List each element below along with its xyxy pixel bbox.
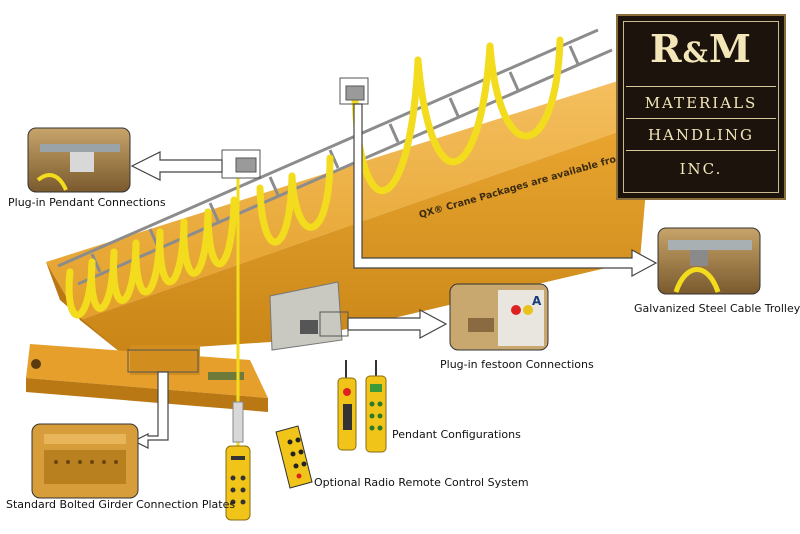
label-festoon-connections: Plug-in festoon Connections: [440, 358, 594, 371]
inset-cable-trolley: [657, 227, 761, 295]
label-pendant-configurations: Pendant Configurations: [392, 428, 521, 441]
control-box: [269, 281, 343, 351]
end-truck: [26, 344, 268, 412]
festoon-rail: [57, 28, 613, 286]
logo-inc-text: INC.: [679, 160, 723, 178]
inset-girder-plates: [31, 423, 139, 499]
logo-divider: [626, 86, 776, 87]
inset-signage-text: A: [532, 294, 542, 308]
arrow-festoon: [347, 308, 448, 340]
radio-remote: [275, 425, 313, 489]
arrow-girder-plates: [132, 371, 169, 449]
company-logo: R&M MATERIALS HANDLING INC.: [616, 14, 786, 200]
pendant-yellow-red: [337, 360, 357, 451]
logo-divider: [626, 150, 776, 151]
arrow-cable-trolley: [353, 103, 658, 278]
pendant-yellow-green: [365, 360, 387, 453]
main-girder: QX® Crane Packages are available from 1 …: [46, 74, 707, 352]
pendant-assembly: [225, 178, 251, 521]
logo-handling-text: HANDLING: [647, 126, 755, 144]
logo-rm-text: R&M: [650, 26, 752, 71]
logo-border: [623, 21, 779, 193]
logo-divider: [626, 118, 776, 119]
inset-festoon-connection: A: [449, 283, 549, 351]
logo-ampersand: &: [682, 36, 709, 69]
arrow-pendant: [130, 151, 223, 181]
cable-trolleys: [235, 85, 365, 173]
label-radio-remote: Optional Radio Remote Control System: [314, 476, 529, 489]
logo-materials-text: MATERIALS: [644, 94, 758, 112]
inset-pendant-connection: [27, 127, 131, 193]
label-bolted-plates: Standard Bolted Girder Connection Plates: [6, 498, 236, 511]
label-cable-trolleys: Galvanized Steel Cable Trolleys: [634, 302, 800, 315]
label-pendant-connections: Plug-in Pendant Connections: [8, 196, 166, 209]
